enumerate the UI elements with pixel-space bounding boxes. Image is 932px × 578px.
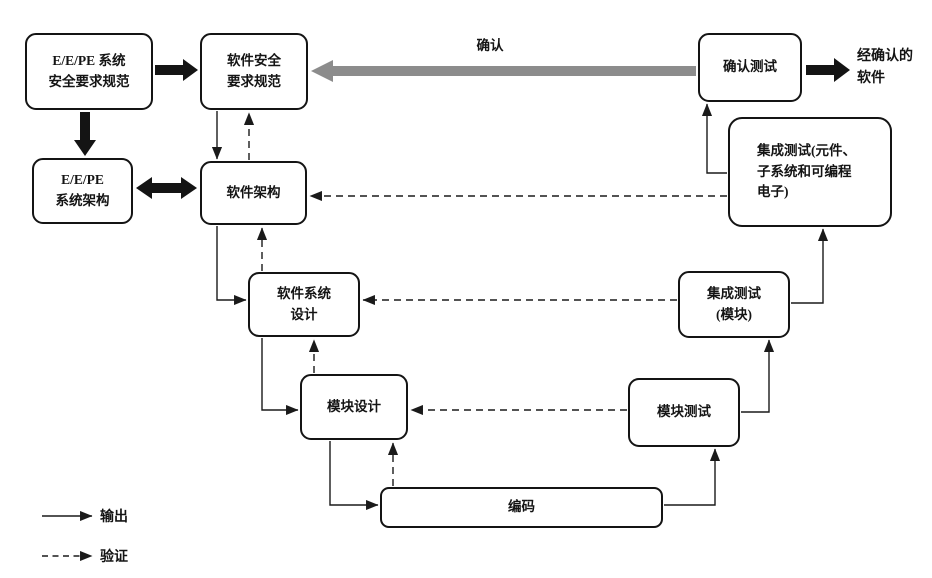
box-software-system-design: 软件系统 设计: [248, 272, 360, 337]
connector-integration-test-pe-to-validation-test: [701, 103, 727, 174]
legend-output-label: 输出: [100, 510, 128, 525]
connector-module-test-to-integration-test-module: [741, 339, 775, 413]
connector-coding-to-module-test: [664, 448, 721, 506]
arrow-eepe-srs-to-sw-srs: [155, 59, 198, 81]
output-connectors: [211, 103, 829, 511]
connector-integration-test-module-to-integration-test-pe: [791, 228, 829, 304]
connector-sw-arch-to-sw-sys-design: [216, 226, 247, 306]
box-eepe-safety-requirements: E/E/PE 系统 安全要求规范: [25, 33, 153, 110]
box-software-architecture: 软件架构: [200, 161, 307, 225]
legend-lines: [42, 510, 93, 562]
validated-software-label: 经确认的 软件: [857, 49, 913, 87]
box-eepe-system-architecture: E/E/PE 系统架构: [32, 158, 133, 224]
box-module-test: 模块测试: [628, 378, 740, 447]
arrow-eepe-srs-to-eepe-arch: [74, 112, 96, 156]
validation-arrow-label: 确认: [476, 38, 504, 53]
box-coding: 编码: [380, 487, 663, 528]
verification-connectors: [243, 112, 727, 486]
box-integration-test-module: 集成测试 (模块): [678, 271, 790, 338]
box-module-design: 模块设计: [300, 374, 408, 440]
connector-module-design-to-coding: [329, 441, 379, 511]
block-arrows: [74, 58, 850, 199]
arrow-eepe-arch-sw-arch-bidirectional: [136, 177, 197, 199]
box-validation-test: 确认测试: [698, 33, 802, 102]
legend-verification-label: 验证: [100, 550, 128, 565]
arrow-validation-test-to-validated-software: [806, 58, 850, 82]
box-integration-test-pe: 集成测试(元件、 子系统和可编程 电子): [728, 117, 892, 227]
box-software-safety-requirements: 软件安全 要求规范: [200, 33, 308, 110]
connector-sw-sys-design-to-module-design: [261, 338, 299, 416]
validation-arrow: [311, 60, 696, 82]
